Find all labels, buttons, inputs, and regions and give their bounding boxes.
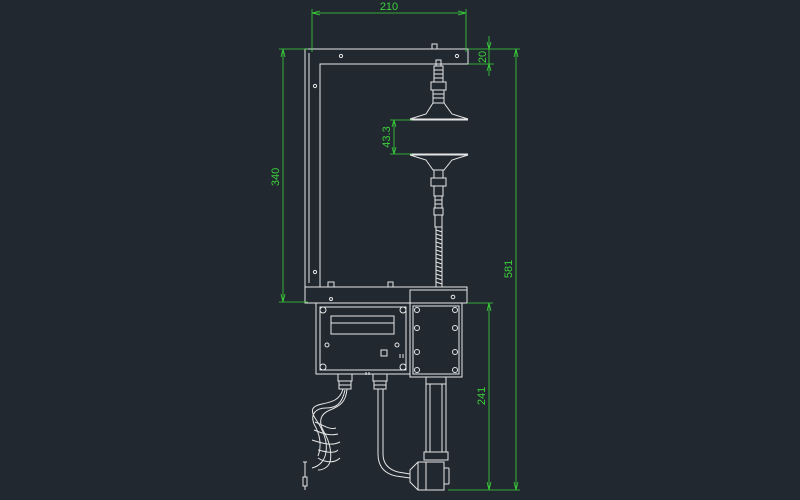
- dimension-top-offset: 20: [468, 36, 520, 76]
- label-43-3: 43.3: [381, 126, 393, 147]
- upper-electrode: [409, 59, 469, 121]
- label-241: 241: [476, 387, 488, 405]
- label-581: 581: [503, 260, 515, 278]
- coiled-cable: [302, 388, 348, 490]
- label-340: 340: [270, 168, 282, 186]
- dimension-total-height: 581: [448, 48, 520, 491]
- dimension-lower-height: 241: [467, 302, 493, 491]
- lead-screw: [435, 227, 443, 287]
- base-plate: [304, 281, 468, 304]
- dimension-top-width: 210: [311, 1, 467, 52]
- lower-electrode: [409, 153, 469, 228]
- dimension-gap: 43.3: [381, 119, 412, 155]
- actuator: [409, 289, 468, 491]
- cable-glands: [337, 373, 388, 390]
- sensor-cable: [377, 389, 411, 479]
- c-frame: [304, 43, 469, 288]
- control-box: [315, 302, 411, 375]
- dimension-frame-height: 340: [270, 48, 308, 303]
- label-20: 20: [477, 51, 489, 63]
- label-210: 210: [380, 1, 398, 13]
